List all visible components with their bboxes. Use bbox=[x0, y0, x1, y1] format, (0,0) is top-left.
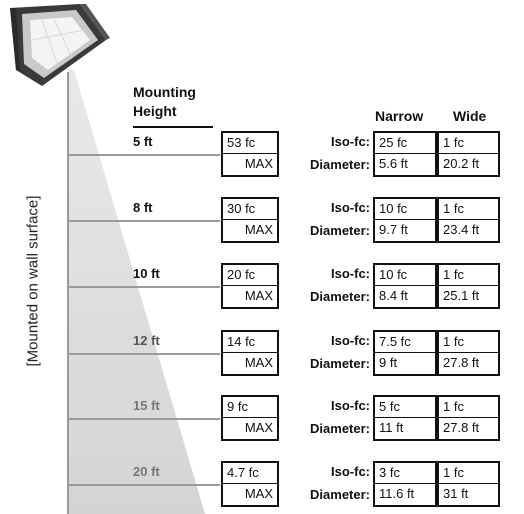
narrow-diameter: 9.7 ft bbox=[379, 222, 408, 237]
mounting-height-label: 8 ft bbox=[133, 200, 153, 215]
height-connector-line bbox=[67, 154, 220, 156]
header-underline bbox=[133, 126, 213, 128]
mounting-height-label: 5 ft bbox=[133, 134, 153, 149]
mounting-header-line1: Mounting bbox=[133, 84, 196, 100]
iso-fc-label: Iso-fc: bbox=[331, 333, 370, 348]
max-fc-box: 14 fc MAX bbox=[221, 330, 279, 376]
iso-fc-label: Iso-fc: bbox=[331, 266, 370, 281]
wide-diameter: 25.1 ft bbox=[443, 288, 480, 303]
narrow-diameter: 8.4 ft bbox=[379, 288, 408, 303]
max-fc-box: 53 fc MAX bbox=[221, 131, 279, 177]
diameter-label: Diameter: bbox=[310, 356, 370, 371]
mounting-header-line2: Height bbox=[133, 103, 177, 119]
narrow-iso-fc: 25 fc bbox=[375, 133, 435, 154]
wide-diameter: 23.4 ft bbox=[443, 222, 480, 237]
narrow-iso-fc: 10 fc bbox=[375, 199, 435, 220]
mounting-height-label: 15 ft bbox=[133, 398, 160, 413]
wide-iso-fc: 1 fc bbox=[439, 463, 498, 484]
diameter-label: Diameter: bbox=[310, 157, 370, 172]
narrow-box: 25 fc 5.6 ft bbox=[373, 131, 437, 177]
narrow-box: 10 fc 9.7 ft bbox=[373, 197, 437, 243]
wide-box: 1 fc 27.8 ft bbox=[437, 330, 500, 376]
iso-fc-label: Iso-fc: bbox=[331, 398, 370, 413]
max-label: MAX bbox=[244, 156, 273, 171]
mounting-height-label: 10 ft bbox=[133, 266, 160, 281]
narrow-iso-fc: 3 fc bbox=[375, 463, 435, 484]
wide-diameter: 31 ft bbox=[443, 486, 469, 501]
height-connector-line bbox=[67, 286, 220, 288]
max-label: MAX bbox=[244, 355, 273, 370]
max-label: MAX bbox=[244, 288, 273, 303]
max-label: MAX bbox=[244, 222, 273, 237]
height-connector-line bbox=[67, 353, 220, 355]
wide-diameter: 27.8 ft bbox=[443, 420, 480, 435]
iso-fc-label: Iso-fc: bbox=[331, 134, 370, 149]
diameter-label: Diameter: bbox=[310, 487, 370, 502]
narrow-box: 7.5 fc 9 ft bbox=[373, 330, 437, 376]
wide-iso-fc: 1 fc bbox=[439, 265, 498, 286]
narrow-iso-fc: 5 fc bbox=[375, 397, 435, 418]
wide-header: Wide bbox=[453, 108, 487, 124]
diameter-label: Diameter: bbox=[310, 223, 370, 238]
wide-box: 1 fc 31 ft bbox=[437, 461, 500, 507]
narrow-diameter: 5.6 ft bbox=[379, 156, 408, 171]
max-fc-value: 9 fc bbox=[223, 397, 277, 418]
wide-diameter: 20.2 ft bbox=[443, 156, 480, 171]
wide-box: 1 fc 20.2 ft bbox=[437, 131, 500, 177]
narrow-diameter: 11 ft bbox=[379, 420, 404, 435]
max-fc-value: 20 fc bbox=[223, 265, 277, 286]
narrow-diameter: 9 ft bbox=[379, 355, 398, 370]
mounting-height-label: 12 ft bbox=[133, 333, 160, 348]
max-fc-value: 53 fc bbox=[223, 133, 277, 154]
narrow-box: 3 fc 11.6 ft bbox=[373, 461, 437, 507]
max-fc-value: 4.7 fc bbox=[223, 463, 277, 484]
iso-fc-label: Iso-fc: bbox=[331, 200, 370, 215]
narrow-iso-fc: 7.5 fc bbox=[375, 332, 435, 353]
wide-iso-fc: 1 fc bbox=[439, 133, 498, 154]
narrow-header: Narrow bbox=[375, 108, 424, 124]
max-label: MAX bbox=[244, 486, 273, 501]
narrow-box: 5 fc 11 ft bbox=[373, 395, 437, 441]
max-label: MAX bbox=[244, 420, 273, 435]
max-fc-box: 30 fc MAX bbox=[221, 197, 279, 243]
wide-diameter: 27.8 ft bbox=[443, 355, 480, 370]
max-fc-box: 9 fc MAX bbox=[221, 395, 279, 441]
diameter-label: Diameter: bbox=[310, 289, 370, 304]
mounting-height-header: Mounting Height bbox=[133, 84, 196, 119]
narrow-iso-fc: 10 fc bbox=[375, 265, 435, 286]
wall-pack-fixture-image bbox=[10, 4, 110, 86]
wide-box: 1 fc 27.8 ft bbox=[437, 395, 500, 441]
side-label: [Mounted on wall surface] bbox=[24, 195, 42, 367]
wide-box: 1 fc 23.4 ft bbox=[437, 197, 500, 243]
diameter-label: Diameter: bbox=[310, 421, 370, 436]
max-fc-value: 14 fc bbox=[223, 332, 277, 353]
wall-line bbox=[67, 72, 69, 514]
height-connector-line bbox=[67, 220, 220, 222]
max-fc-box: 4.7 fc MAX bbox=[221, 461, 279, 507]
iso-fc-label: Iso-fc: bbox=[331, 464, 370, 479]
wide-iso-fc: 1 fc bbox=[439, 332, 498, 353]
wide-iso-fc: 1 fc bbox=[439, 397, 498, 418]
narrow-diameter: 11.6 ft bbox=[379, 486, 415, 501]
height-connector-line bbox=[67, 418, 220, 420]
max-fc-box: 20 fc MAX bbox=[221, 263, 279, 309]
mounting-height-label: 20 ft bbox=[133, 464, 160, 479]
wide-box: 1 fc 25.1 ft bbox=[437, 263, 500, 309]
max-fc-value: 30 fc bbox=[223, 199, 277, 220]
height-connector-line bbox=[67, 484, 220, 486]
narrow-box: 10 fc 8.4 ft bbox=[373, 263, 437, 309]
wide-iso-fc: 1 fc bbox=[439, 199, 498, 220]
